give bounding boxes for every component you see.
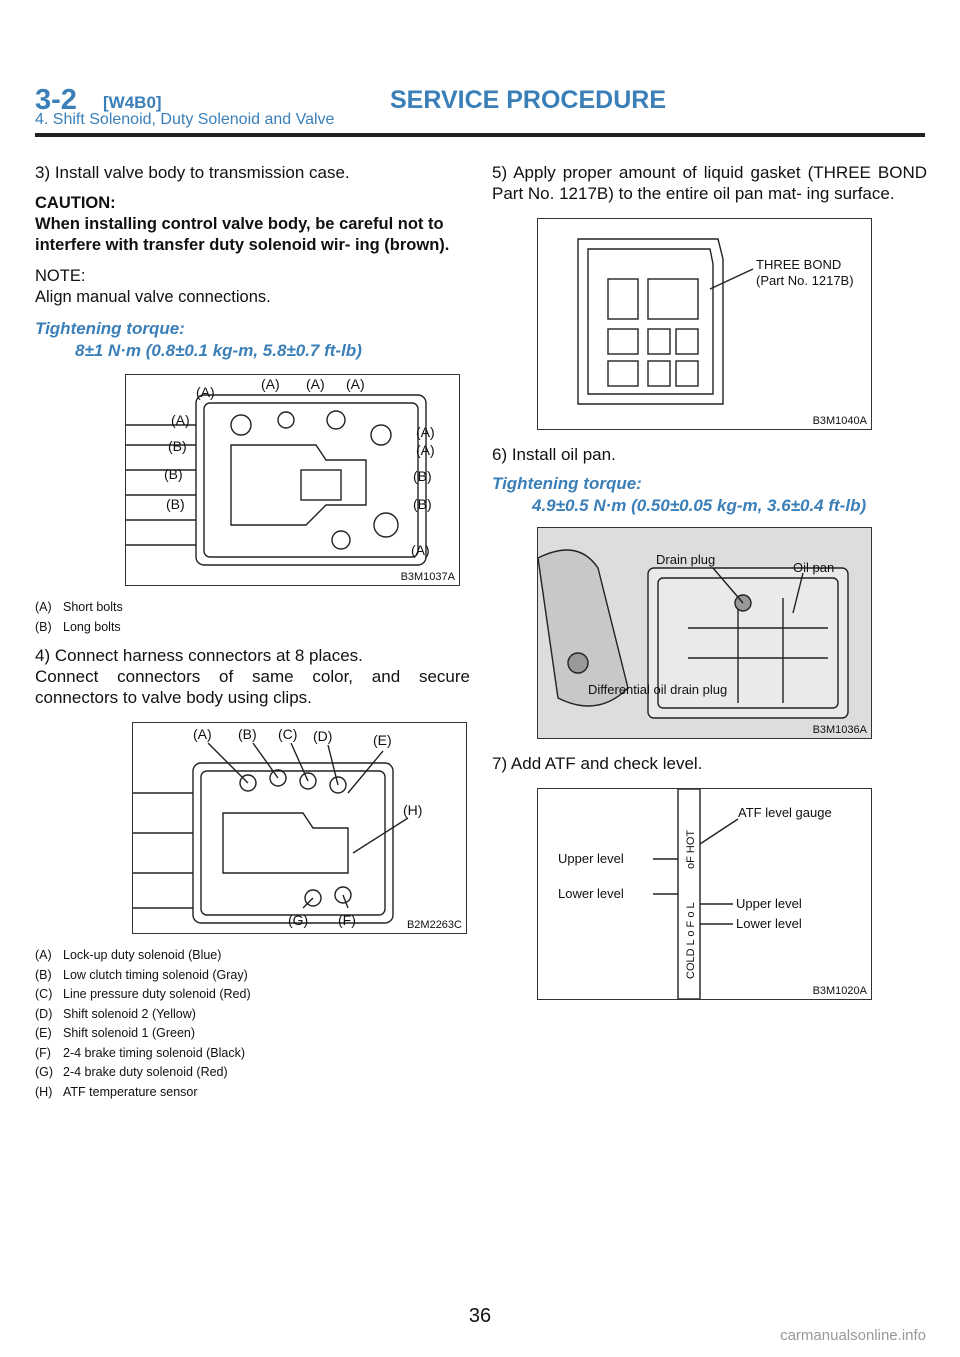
legend-item: (F)2-4 brake timing solenoid (Black) bbox=[35, 1045, 246, 1060]
step-3: 3) Install valve body to transmission ca… bbox=[35, 163, 350, 182]
conn-label-g: (G) bbox=[288, 912, 308, 928]
step-4-line-2: Connect connectors of same color, and se… bbox=[35, 667, 470, 707]
upper-level-right: Upper level bbox=[736, 896, 802, 911]
legend-item: (C)Line pressure duty solenoid (Red) bbox=[35, 987, 251, 1001]
legend-item: (B)Low clutch timing solenoid (Gray) bbox=[35, 967, 248, 982]
oil-pan-label: Oil pan bbox=[793, 560, 834, 575]
lower-level-left: Lower level bbox=[558, 886, 624, 901]
torque-value-2: 4.9±0.5 N·m (0.50±0.05 kg-m, 3.6±0.4 ft-… bbox=[532, 496, 867, 515]
gasket-label-1: THREE BOND bbox=[756, 257, 841, 272]
left-column: 3) Install valve body to transmission ca… bbox=[35, 162, 470, 1102]
legend-item: (A)Lock-up duty solenoid (Blue) bbox=[35, 948, 222, 962]
conn-label-f: (F) bbox=[338, 912, 356, 928]
step-4-line-1: 4) Connect harness connectors at 8 place… bbox=[35, 646, 363, 665]
figure-id: B3M1040A bbox=[812, 415, 867, 427]
page-title: SERVICE PROCEDURE bbox=[390, 86, 666, 114]
section-code: [W4B0] bbox=[103, 93, 162, 112]
figure-id: B3M1036A bbox=[812, 724, 867, 736]
conn-label-h: (H) bbox=[403, 802, 422, 818]
figure-id: B3M1037A bbox=[400, 571, 455, 583]
diff-drain-plug-label: Differential oil drain plug bbox=[588, 682, 727, 697]
legend-connectors: (A)Lock-up duty solenoid (Blue) (B)Low c… bbox=[35, 946, 470, 1102]
figure-id: B2M2263C bbox=[406, 919, 462, 931]
legend-item: (E)Shift solenoid 1 (Green) bbox=[35, 1026, 196, 1040]
torque-label: Tightening torque: bbox=[35, 319, 185, 338]
page-header: 3-2 [W4B0] SERVICE PROCEDURE 4. Shift So… bbox=[35, 84, 925, 144]
legend-bolts: (A)Short bolts (B)Long bolts bbox=[35, 598, 470, 637]
conn-label-e: (E) bbox=[373, 732, 392, 748]
section-number: 3-2 bbox=[35, 84, 77, 116]
page-subtitle: 4. Shift Solenoid, Duty Solenoid and Val… bbox=[35, 111, 335, 128]
lower-level-right: Lower level bbox=[736, 916, 802, 931]
caution-text: When installing control valve body, be c… bbox=[35, 215, 450, 254]
figure-valve-body-bolts: (A) (A) (A) (A) (A) (A) (A) (A) (B) (B) … bbox=[125, 374, 460, 586]
step-7: 7) Add ATF and check level. bbox=[492, 754, 703, 773]
figure-liquid-gasket: THREE BOND (Part No. 1217B) B3M1040A bbox=[537, 218, 872, 430]
atf-gauge-label: ATF level gauge bbox=[738, 805, 832, 820]
label-b3: (B) bbox=[166, 496, 185, 512]
conn-label-c: (C) bbox=[278, 726, 297, 742]
oil-pan-gasket-drawing: THREE BOND (Part No. 1217B) bbox=[577, 238, 854, 405]
cold-scale-text: COLD L o F o L bbox=[685, 902, 697, 979]
label-a6: (A) bbox=[416, 424, 435, 440]
figure-id: B3M1020A bbox=[812, 985, 867, 997]
atf-gauge-drawing: ATF level gauge Upper level Lower level … bbox=[558, 789, 832, 999]
figure-harness-connectors: (A) (B) (C) (D) (E) (H) (G) (F) B2M2263C bbox=[132, 722, 467, 934]
drain-plug-label: Drain plug bbox=[656, 552, 715, 567]
conn-label-a: (A) bbox=[193, 726, 212, 742]
conn-label-b: (B) bbox=[238, 726, 257, 742]
right-column: 5) Apply proper amount of liquid gasket … bbox=[492, 162, 927, 1000]
note-text: Align manual valve connections. bbox=[35, 288, 271, 306]
upper-level-left: Upper level bbox=[558, 851, 624, 866]
label-b5: (B) bbox=[413, 496, 432, 512]
label-a3: (A) bbox=[306, 376, 325, 392]
legend-item: (B)Long bolts bbox=[35, 619, 121, 634]
label-a1: (A) bbox=[196, 384, 215, 400]
oil-pan-drawing: Drain plug Oil pan Differential oil drai… bbox=[538, 528, 871, 738]
caution-label: CAUTION: bbox=[35, 194, 116, 212]
figure-atf-gauge: ATF level gauge Upper level Lower level … bbox=[537, 788, 872, 1000]
label-a2: (A) bbox=[261, 376, 280, 392]
label-b4: (B) bbox=[413, 468, 432, 484]
header-rule bbox=[35, 133, 925, 137]
hot-scale-text: oF HOT bbox=[685, 830, 697, 869]
watermark: carmanualsonline.info bbox=[780, 1327, 926, 1344]
step-5: 5) Apply proper amount of liquid gasket … bbox=[492, 163, 927, 203]
step-6: 6) Install oil pan. bbox=[492, 445, 616, 464]
page-number: 36 bbox=[468, 1305, 492, 1327]
legend-item: (H)ATF temperature sensor bbox=[35, 1084, 198, 1099]
label-b2: (B) bbox=[164, 466, 183, 482]
legend-item: (D)Shift solenoid 2 (Yellow) bbox=[35, 1006, 196, 1021]
connectors-drawing: (A) (B) (C) (D) (E) (H) (G) (F) bbox=[133, 726, 422, 928]
valve-body-drawing: (A) (A) (A) (A) (A) (A) (A) (A) (B) (B) … bbox=[126, 376, 435, 566]
label-b1: (B) bbox=[168, 438, 187, 454]
gasket-label-2: (Part No. 1217B) bbox=[756, 273, 854, 288]
legend-item: (A)Short bolts bbox=[35, 600, 123, 614]
torque-label-2: Tightening torque: bbox=[492, 474, 642, 493]
label-a4: (A) bbox=[346, 376, 365, 392]
label-a8: (A) bbox=[411, 542, 430, 558]
conn-label-d: (D) bbox=[313, 728, 332, 744]
label-a7: (A) bbox=[416, 442, 435, 458]
torque-value: 8±1 N·m (0.8±0.1 kg-m, 5.8±0.7 ft-lb) bbox=[75, 341, 362, 360]
note-label: NOTE: bbox=[35, 267, 86, 285]
legend-item: (G)2-4 brake duty solenoid (Red) bbox=[35, 1065, 228, 1079]
label-a5: (A) bbox=[171, 412, 190, 428]
figure-oil-pan: Drain plug Oil pan Differential oil drai… bbox=[537, 527, 872, 739]
